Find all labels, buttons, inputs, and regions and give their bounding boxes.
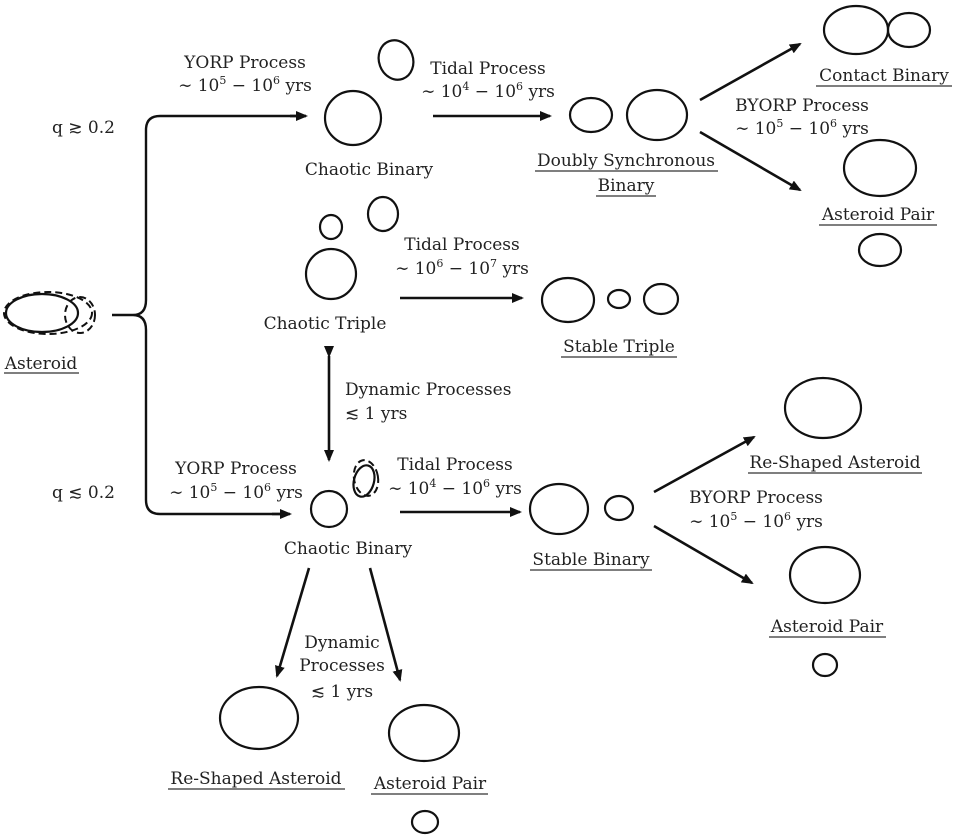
asteroid-pair-right-label: Asteroid Pair [770,617,884,637]
asteroid-pair-right-secondary [811,652,839,678]
chaotic-binary-top-primary [323,89,383,147]
reshaped-asteroid-bottom-node: Re-Shaped Asteroid [168,685,345,790]
reshaped-asteroid-right-node: Re-Shaped Asteroid [748,376,922,474]
stable-binary-node: Stable Binary [528,482,652,571]
reshaped-right-label: Re-Shaped Asteroid [749,453,920,473]
asteroid-node: Asteroid [3,291,96,374]
chaotic-triple-primary [304,247,358,301]
chaotic-triple-small-1 [318,213,344,241]
stable-triple-small [606,288,632,310]
byorp-process-bottom: BYORP Process ∼ 105 − 106 yrs [653,435,823,585]
tidal-process-bottom: Tidal Process ∼ 104 − 106 yrs [388,455,522,517]
doubly-sync-secondary [568,96,614,134]
asteroid-pair-top-label: Asteroid Pair [821,205,935,225]
chaotic-binary-bottom-label: Chaotic Binary [284,539,413,559]
branch-brace [112,114,296,516]
yorp-process-bottom: YORP Process ∼ 105 − 106 yrs [169,459,303,503]
stable-triple-medium [642,282,680,316]
condition-low: q ≲ 0.2 [52,483,115,503]
dynamic-process-bottom: Dynamic Processes ≲ 1 yrs [275,567,403,702]
doubly-sync-label-line1: Doubly Synchronous [537,151,715,171]
byorp-top-timescale: ∼ 105 − 106 yrs [735,117,869,139]
chaotic-triple-small-2 [366,195,400,233]
stable-triple-label: Stable Triple [563,337,675,357]
asteroid-pair-right-primary [788,545,862,605]
byorp-bottom-arrow-down [653,524,754,585]
stable-binary-primary [528,482,590,536]
asteroid-pair-right-node: Asteroid Pair [769,545,886,678]
reshaped-bottom-label: Re-Shaped Asteroid [170,769,341,789]
yorp-process-top: YORP Process ∼ 105 − 106 yrs [178,53,312,96]
asteroid-shape-inner [64,296,96,334]
tidal-process-top: Tidal Process ∼ 104 − 106 yrs [421,59,555,121]
asteroid-shape-solid [4,292,80,334]
tidal-triple-timescale: ∼ 106 − 107 yrs [395,257,529,279]
chaotic-triple-node: Chaotic Triple [264,195,400,334]
yorp-top-title: YORP Process [183,53,306,73]
chaotic-binary-top-node: Chaotic Binary [305,39,434,180]
contact-binary-node: Contact Binary [816,4,952,87]
asteroid-shape-outer [3,291,93,335]
tidal-bottom-timescale: ∼ 104 − 106 yrs [388,477,522,499]
asteroid-pair-bottom-secondary [410,809,440,835]
byorp-top-title: BYORP Process [735,96,869,116]
reshaped-right-shape [783,376,863,440]
tidal-top-title: Tidal Process [430,59,545,79]
byorp-top-arrow-up [699,42,802,102]
stable-triple-primary [540,276,596,324]
dynamic-middle-timescale: ≲ 1 yrs [345,404,407,424]
asteroid-label: Asteroid [4,354,78,374]
byorp-bottom-arrow-up [653,435,756,494]
asteroid-pair-top-secondary [857,232,903,268]
dynamic-process-middle: Dynamic Processes ≲ 1 yrs [324,346,511,462]
asteroid-pair-bottom-label: Asteroid Pair [373,774,487,794]
chaotic-binary-top-label: Chaotic Binary [305,160,434,180]
dynamic-bottom-line1: Dynamic [304,633,379,653]
stable-binary-label: Stable Binary [532,550,650,570]
tidal-process-triple: Tidal Process ∼ 106 − 107 yrs [395,235,529,303]
chaotic-binary-bottom-primary [309,489,349,529]
reshaped-bottom-shape [218,685,300,751]
byorp-bottom-title: BYORP Process [689,488,823,508]
chaotic-binary-bottom-trail [352,459,380,497]
contact-binary-secondary [886,11,932,49]
chaotic-binary-top-secondary [377,39,415,81]
dynamic-bottom-line2: Processes [299,656,385,676]
doubly-sync-primary [625,88,689,142]
dynamic-bottom-arrow-left [275,567,311,678]
tidal-triple-title: Tidal Process [404,235,519,255]
dynamic-middle-title: Dynamic Processes [345,380,511,400]
yorp-bottom-title: YORP Process [174,459,297,479]
byorp-top-arrow-down [699,130,802,192]
contact-binary-label: Contact Binary [819,66,949,86]
dynamic-bottom-arrow-right [368,567,403,682]
chaotic-binary-bottom-node: Chaotic Binary [284,459,413,559]
doubly-sync-label-line2: Binary [598,176,655,196]
tidal-top-timescale: ∼ 104 − 106 yrs [421,80,555,102]
asteroid-pair-bottom-primary [387,703,461,763]
asteroid-pair-bottom-node: Asteroid Pair [371,703,488,835]
doubly-synchronous-node: Doubly Synchronous Binary [535,88,718,197]
byorp-process-top: BYORP Process ∼ 105 − 106 yrs [699,42,869,192]
contact-binary-primary [822,4,890,56]
yorp-top-timescale: ∼ 105 − 106 yrs [178,74,312,96]
byorp-bottom-timescale: ∼ 105 − 106 yrs [689,510,823,532]
asteroid-pair-top-node: Asteroid Pair [819,138,937,268]
dynamic-bottom-line3: ≲ 1 yrs [311,682,373,702]
yorp-bottom-timescale: ∼ 105 − 106 yrs [169,481,303,503]
asteroid-pair-top-primary [842,138,918,198]
condition-high: q ≳ 0.2 [52,118,115,138]
tidal-bottom-title: Tidal Process [397,455,512,475]
chaotic-triple-label: Chaotic Triple [264,314,387,334]
stable-binary-secondary [603,494,635,522]
stable-triple-node: Stable Triple [540,276,680,358]
